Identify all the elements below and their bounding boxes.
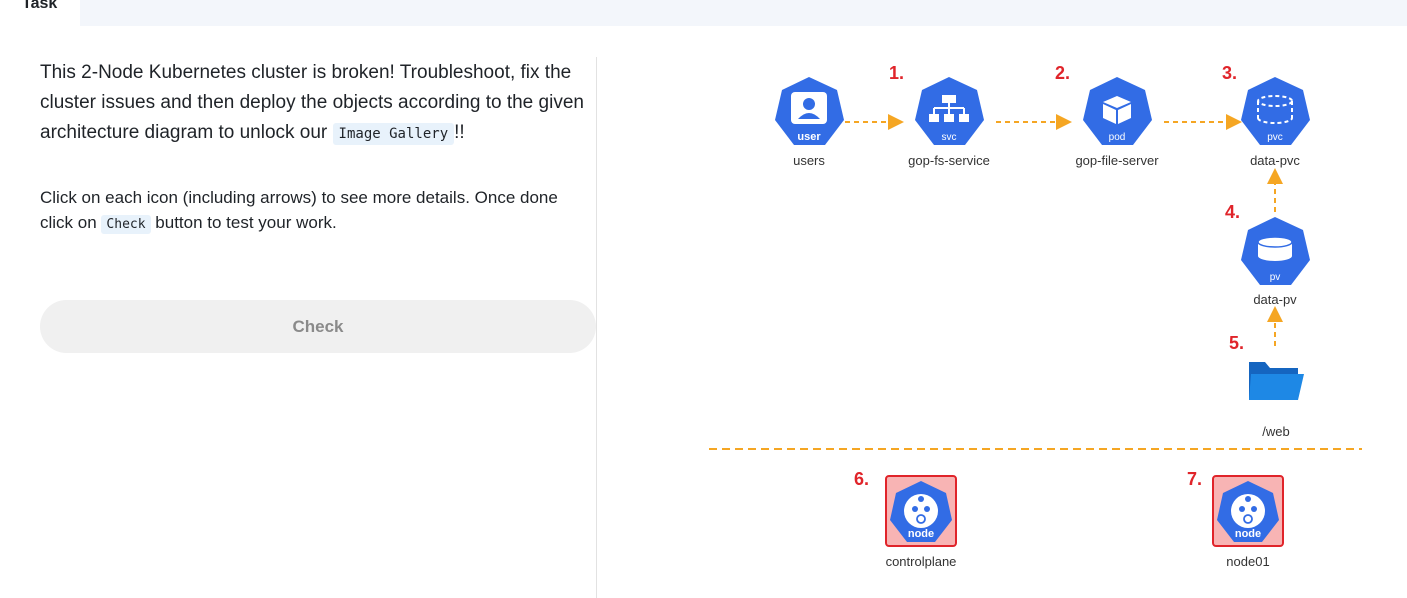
check-button[interactable]: Check [40, 300, 596, 353]
step-5-label: 5. [1229, 333, 1244, 353]
step-6-label: 6. [854, 469, 869, 489]
controlplane-badge: node [908, 528, 934, 540]
gop-fs-service-label: gop-fs-service [908, 153, 990, 168]
data-pvc-label: data-pvc [1250, 153, 1300, 168]
step-4-label: 4. [1225, 202, 1240, 222]
tab-task-label: Task [22, 0, 58, 12]
tab-bar: Task [0, 0, 1407, 26]
task-intro-suffix: !! [454, 122, 465, 143]
task-panel: This 2-Node Kubernetes cluster is broken… [40, 58, 590, 237]
data-pv-node[interactable]: 4. pv data-pv [1225, 202, 1310, 307]
users-node[interactable]: user users [775, 77, 844, 168]
task-details-text: Click on each icon (including arrows) to… [40, 188, 558, 232]
folder-icon [1249, 362, 1304, 400]
pv-badge: pv [1270, 272, 1281, 283]
step-3-label: 3. [1222, 63, 1237, 83]
node01-label: node01 [1226, 554, 1269, 569]
pod-badge: pod [1109, 132, 1126, 143]
task-intro-text: This 2-Node Kubernetes cluster is broken… [40, 62, 584, 143]
web-label: /web [1262, 424, 1289, 439]
node01-node[interactable]: 7. node node01 [1187, 469, 1284, 569]
users-label: users [793, 153, 825, 168]
check-code: Check [101, 215, 151, 234]
controlplane-node[interactable]: 6. node controlplane [854, 469, 957, 569]
step-1-label: 1. [889, 63, 904, 83]
task-intro: This 2-Node Kubernetes cluster is broken… [40, 58, 590, 149]
pod-icon [1083, 77, 1152, 145]
pvc-icon [1241, 77, 1310, 145]
gop-file-server-node[interactable]: 2. pod gop-file-server [1055, 63, 1159, 168]
step-2-label: 2. [1055, 63, 1070, 83]
gop-fs-service-node[interactable]: 1. svc gop-fs-service [889, 63, 990, 168]
svc-badge: svc [942, 132, 957, 143]
task-details-suffix: button to test your work. [150, 213, 337, 232]
data-pvc-node[interactable]: 3. pvc data-pvc [1222, 63, 1310, 168]
user-badge: user [797, 131, 821, 143]
pvc-badge: pvc [1267, 132, 1283, 143]
panel-divider [596, 57, 597, 598]
controlplane-label: controlplane [886, 554, 957, 569]
tab-task[interactable]: Task [0, 0, 80, 26]
node01-badge: node [1235, 528, 1261, 540]
web-node[interactable]: 5. /web [1229, 333, 1304, 439]
step-7-label: 7. [1187, 469, 1202, 489]
image-gallery-code: Image Gallery [332, 123, 455, 145]
task-details: Click on each icon (including arrows) to… [40, 185, 590, 237]
data-pv-label: data-pv [1253, 292, 1297, 307]
gop-file-server-label: gop-file-server [1075, 153, 1159, 168]
